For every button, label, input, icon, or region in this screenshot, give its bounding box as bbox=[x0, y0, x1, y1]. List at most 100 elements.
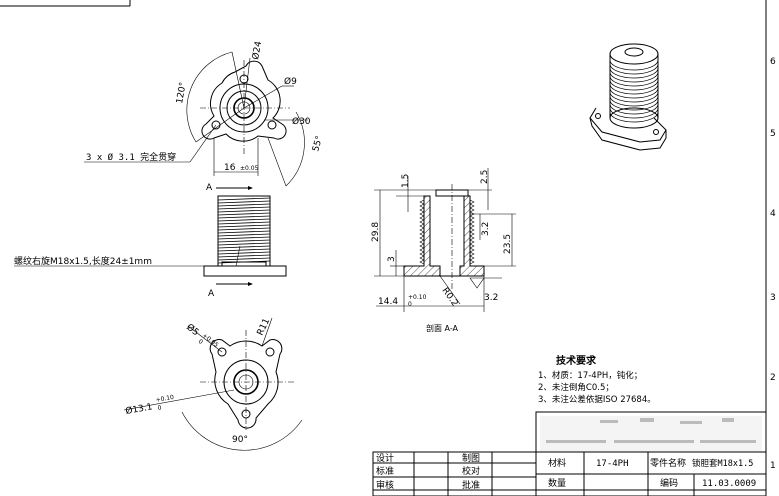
thread-line bbox=[217, 221, 271, 225]
iso-thread bbox=[609, 87, 659, 99]
thread-line bbox=[217, 239, 271, 243]
thread-lines bbox=[217, 197, 271, 264]
thread-line bbox=[217, 251, 271, 255]
iso-thread bbox=[609, 75, 659, 87]
bottom-view: Ø5 +0.05 0 R11 Ø13.1 +0.10 0 90° bbox=[123, 317, 303, 451]
tb-code-value: 11.03.0009 bbox=[702, 479, 756, 489]
dia-13-1-tol-upper: +0.10 bbox=[155, 394, 175, 404]
tech-title: 技术要求 bbox=[556, 354, 597, 367]
iso-thread bbox=[609, 59, 659, 71]
tech-item-3: 3、未注公差依据ISO 27684。 bbox=[538, 394, 656, 405]
dia-24-label: Ø24 bbox=[250, 40, 264, 60]
tb-part-name-value: 锁胆套M18x1.5 bbox=[692, 458, 753, 469]
section-mark-bottom: A bbox=[208, 289, 215, 299]
iso-thread bbox=[609, 83, 659, 95]
zone-3: 3 bbox=[770, 293, 776, 303]
zone-1: 1 bbox=[770, 461, 776, 471]
iso-thread bbox=[609, 91, 659, 103]
dim-3-label: 3 bbox=[387, 256, 397, 262]
thread-line bbox=[217, 218, 271, 222]
tb-material-value: 17-4PH bbox=[596, 459, 629, 469]
thread-line bbox=[217, 248, 271, 252]
tb-material-label: 材料 bbox=[548, 457, 566, 469]
zone-4: 4 bbox=[770, 209, 776, 219]
thread-line bbox=[217, 209, 271, 213]
thread-line bbox=[217, 200, 271, 204]
tech-item-2: 2、未注倒角C0.5； bbox=[538, 382, 614, 393]
tb-approve: 批准 bbox=[462, 479, 480, 491]
thread-line bbox=[217, 224, 271, 228]
angle-120-label: 120° bbox=[175, 81, 189, 104]
tb-draw: 制图 bbox=[462, 452, 480, 464]
tb-design: 设计 bbox=[376, 452, 394, 464]
dim-29-8-label: 29.8 bbox=[371, 222, 381, 242]
dim-2-5-label: 2.5 bbox=[480, 170, 490, 184]
tb-review: 审核 bbox=[376, 479, 394, 491]
front-view: A A 螺纹右旋M18x1.5,长度24±1mm bbox=[14, 183, 287, 299]
radius-r11-label: R11 bbox=[256, 317, 273, 337]
roughness-label: 3.2 bbox=[484, 293, 498, 303]
zone-2: 2 bbox=[770, 373, 776, 383]
iso-thread bbox=[609, 107, 659, 119]
section-view: 1.5 2.5 29.8 3 3.2 23.5 14.4 +0.10 0 R0.… bbox=[371, 168, 516, 333]
dim-16-tolerance: ±0.05 bbox=[240, 165, 259, 172]
tech-item-1: 1、材质：17-4PH，钝化； bbox=[538, 370, 642, 381]
iso-thread bbox=[609, 95, 659, 107]
iso-thread bbox=[609, 111, 659, 123]
dia-5-tol-lower: 0 bbox=[197, 338, 204, 346]
bottom-view-outline bbox=[209, 339, 283, 429]
isometric-view bbox=[589, 43, 667, 151]
dim-14-4-label: 14.4 bbox=[378, 297, 398, 307]
dim-1-5-label: 1.5 bbox=[401, 174, 411, 188]
angle-90-label: 90° bbox=[232, 435, 248, 445]
dia-9-label: Ø9 bbox=[284, 76, 297, 87]
dim-3-2-vertical-label: 3.2 bbox=[481, 222, 491, 236]
thread-note-label: 螺纹右旋M18x1.5,长度24±1mm bbox=[14, 255, 152, 267]
thread-line bbox=[217, 230, 271, 234]
tb-standard: 标准 bbox=[376, 465, 394, 477]
thread-line bbox=[217, 257, 271, 261]
thread-line bbox=[217, 254, 271, 258]
iso-thread bbox=[609, 63, 659, 75]
thread-line bbox=[217, 245, 271, 249]
top-view: 120° Ø24 Ø9 Ø30 55° 3 x Ø 3.1 完全贯穿 16 ±0… bbox=[84, 40, 325, 187]
angle-55-label: 55° bbox=[311, 135, 325, 153]
dim-14-4-tol-upper: +0.10 bbox=[408, 294, 427, 301]
thread-line bbox=[217, 236, 271, 240]
section-caption: 剖面 A-A bbox=[426, 323, 459, 333]
right-border: 6 5 4 3 2 1 bbox=[765, 0, 776, 496]
tb-check: 校对 bbox=[462, 465, 480, 477]
title-block: 设计 标准 审核 制图 校对 批准 材料 17-4PH 零件名称 锁胆套M18x… bbox=[372, 411, 767, 496]
iso-thread bbox=[609, 67, 659, 79]
radius-r0-2-label: R0.2 bbox=[440, 286, 460, 309]
thread-line bbox=[217, 215, 271, 219]
section-mark-top: A bbox=[206, 183, 213, 193]
tb-quantity-label: 数量 bbox=[548, 477, 566, 489]
dia-5-label: Ø5 bbox=[184, 322, 201, 339]
hole-note-label: 3 x Ø 3.1 完全贯穿 bbox=[86, 151, 176, 163]
iso-thread bbox=[609, 99, 659, 111]
tb-part-name-label: 零件名称 bbox=[650, 457, 686, 469]
tb-code-label: 编码 bbox=[660, 477, 678, 489]
thread-line bbox=[217, 203, 271, 207]
dim-14-4-tol-lower: 0 bbox=[408, 301, 412, 308]
iso-thread bbox=[609, 79, 659, 91]
tech-requirements: 技术要求 1、材质：17-4PH，钝化； 2、未注倒角C0.5； 3、未注公差依… bbox=[538, 354, 656, 405]
dia-30-label: Ø30 bbox=[292, 116, 311, 127]
section-left-wall bbox=[403, 195, 441, 277]
zone-6: 6 bbox=[770, 57, 776, 67]
dia-13-1-tol-lower: 0 bbox=[157, 404, 162, 412]
thread-line bbox=[217, 197, 271, 201]
dia-13-1-label: Ø13.1 bbox=[125, 401, 154, 417]
thread-line bbox=[217, 233, 271, 237]
dim-16-label: 16 bbox=[224, 163, 236, 173]
iso-thread bbox=[609, 103, 659, 115]
thread-line bbox=[217, 227, 271, 231]
top-view-outline bbox=[201, 60, 287, 142]
thread-line bbox=[217, 242, 271, 246]
dim-23-5-label: 23.5 bbox=[503, 234, 513, 254]
thread-line bbox=[217, 206, 271, 210]
iso-thread bbox=[609, 71, 659, 83]
zone-5: 5 bbox=[770, 129, 776, 139]
